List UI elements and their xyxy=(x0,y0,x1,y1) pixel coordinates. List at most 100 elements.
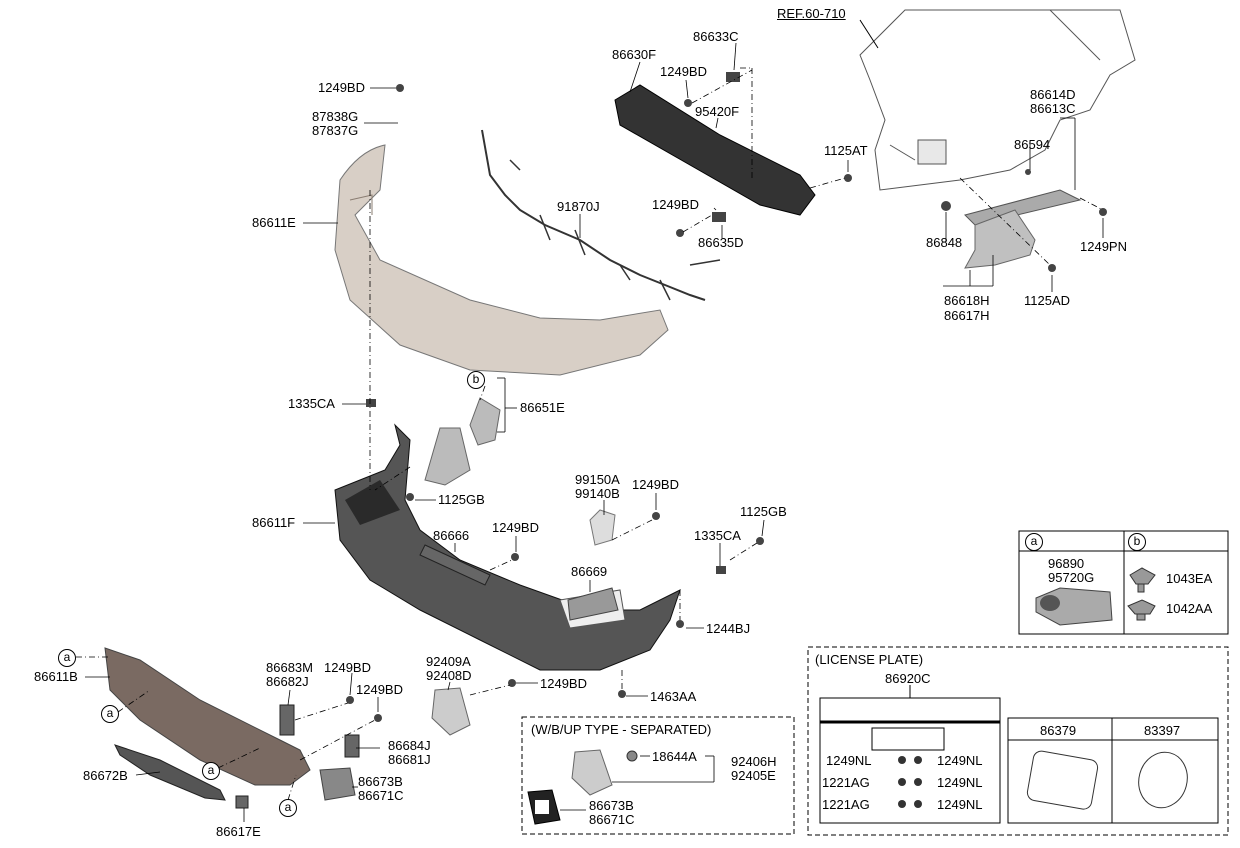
part-label-86633c: 86633C xyxy=(693,29,739,44)
part-label-1249bd: 1249BD xyxy=(324,660,371,675)
wbup-part-92406h: 92406H xyxy=(731,754,777,769)
callout-a: a xyxy=(202,762,220,780)
part-label-1125at: 1125AT xyxy=(824,143,868,158)
legend-part-1042aa: 1042AA xyxy=(1166,601,1213,616)
sensor-bracket-92409a xyxy=(431,687,471,736)
leader-lines xyxy=(85,42,1104,822)
part-label-1249bd: 1249BD xyxy=(356,682,403,697)
part-label-86379: 86379 xyxy=(1040,723,1077,738)
legend-part-95720g: 95720G xyxy=(1048,570,1095,585)
part-label-99150a: 99150A xyxy=(575,472,620,487)
part-label-86614d: 86614D xyxy=(1030,87,1076,102)
part-label-1244bj: 1244BJ xyxy=(706,621,751,636)
part-label-1249bd: 1249BD xyxy=(652,197,699,212)
part-label-1249bd: 1249BD xyxy=(660,64,707,79)
part-label-86671c: 86671C xyxy=(358,788,404,803)
part-label-83397: 83397 xyxy=(1144,723,1181,738)
part-label-86673b: 86673B xyxy=(358,774,403,789)
garnish-86669 xyxy=(567,587,619,621)
part-label-1249bd: 1249BD xyxy=(540,676,587,691)
bracket-86617e xyxy=(235,795,249,809)
part-label-86611b: 86611B xyxy=(34,669,78,684)
plate-screw-label: 1221AG xyxy=(822,775,870,790)
part-label-86617e: 86617E xyxy=(216,824,261,839)
rear-bumper-cover-upper xyxy=(334,144,669,376)
small-parts-frame xyxy=(1007,717,1219,824)
part-label-86666: 86666 xyxy=(433,528,470,543)
part-label-86630f: 86630F xyxy=(612,47,657,62)
pad-icon xyxy=(1026,750,1099,810)
callout-a: a xyxy=(58,649,76,667)
legend-box-frame xyxy=(1018,530,1229,635)
callout-a: a xyxy=(279,799,297,817)
bracket-86666 xyxy=(419,544,491,586)
part-label-91870j: 91870J xyxy=(557,199,600,214)
callout-a: a xyxy=(101,705,119,723)
plate-screw-label: 1249NL xyxy=(826,753,872,768)
wbup-part-86671c: 86671C xyxy=(589,812,635,827)
callout-b: b xyxy=(467,371,485,389)
plate-part-86920c: 86920C xyxy=(885,671,931,686)
part-label-86669: 86669 xyxy=(571,564,608,579)
part-label-99140b: 99140B xyxy=(575,486,620,501)
part-label-86635d: 86635D xyxy=(698,235,744,250)
part-label-86618h: 86618H xyxy=(944,293,990,308)
part-label-87838g: 87838G xyxy=(312,109,359,124)
part-label-86613c: 86613C xyxy=(1030,101,1076,116)
part-label-1249bd: 1249BD xyxy=(492,520,539,535)
part-label-86651e: 86651E xyxy=(520,400,565,415)
part-label-92408d: 92408D xyxy=(426,668,472,683)
part-label-86683m: 86683M xyxy=(266,660,313,675)
part-label-1249bd: 1249BD xyxy=(632,477,679,492)
license-box-frame xyxy=(807,646,1229,836)
plate-screw-label: 1249NL xyxy=(937,775,983,790)
part-label-95420f: 95420F xyxy=(695,104,740,119)
clip-icons xyxy=(1127,567,1156,621)
sensor-icon xyxy=(1035,587,1113,626)
bracket-86683m xyxy=(279,704,295,736)
part-label-86848: 86848 xyxy=(926,235,963,250)
cap-icon xyxy=(1138,751,1188,809)
sensor-bracket xyxy=(589,509,616,546)
side-bracket-86651e xyxy=(424,427,471,486)
part-label-1335ca: 1335CA xyxy=(694,528,741,543)
part-label-1125gb: 1125GB xyxy=(740,504,787,519)
splash-shield xyxy=(964,209,1036,269)
dash-lines xyxy=(76,67,1104,801)
part-label-86611e: 86611E xyxy=(252,215,296,230)
bumper-beam xyxy=(614,84,816,216)
garnish-86672b xyxy=(114,744,226,801)
part-label-1125ad: 1125AD xyxy=(1024,293,1071,308)
legend-part-96890: 96890 xyxy=(1048,556,1085,571)
part-label-86617h: 86617H xyxy=(944,308,990,323)
legend-callout-a: a xyxy=(1025,533,1043,551)
part-label-1463aa: 1463AA xyxy=(650,689,697,704)
wbup-box-frame xyxy=(521,716,795,835)
wbup-sensor-bracket xyxy=(571,749,613,796)
side-bracket xyxy=(964,189,1082,226)
bumper-frame-lower xyxy=(334,423,681,671)
part-label-87837g: 87837G xyxy=(312,123,359,138)
part-label-86611f: 86611F xyxy=(252,515,296,530)
body-panel-outline xyxy=(859,9,1136,191)
part-label-92409a: 92409A xyxy=(426,654,471,669)
license-title: (LICENSE PLATE) xyxy=(815,652,924,667)
wiring-harness xyxy=(481,129,706,301)
part-label-86672b: 86672B xyxy=(83,768,128,783)
part-label-1125gb: 1125GB xyxy=(438,492,485,507)
part-label-86594: 86594 xyxy=(1014,137,1051,152)
screw-icons xyxy=(346,72,1107,722)
lower-skid-86611b xyxy=(104,647,311,786)
part-label-86682j: 86682J xyxy=(266,674,309,689)
part-label-1249bd: 1249BD xyxy=(318,80,365,95)
legend-part-1043ea: 1043EA xyxy=(1166,571,1213,586)
bracket-86684j xyxy=(344,734,360,758)
screw-icons-plate xyxy=(898,756,922,808)
wbup-title: (W/B/UP TYPE - SEPARATED) xyxy=(531,722,712,737)
wbup-part-86673b: 86673B xyxy=(589,798,634,813)
plate-screw-label: 1249NL xyxy=(937,797,983,812)
wbup-part-18644a: 18644A xyxy=(652,749,697,764)
plate-frame xyxy=(819,685,1001,824)
part-label-86684j: 86684J xyxy=(388,738,431,753)
